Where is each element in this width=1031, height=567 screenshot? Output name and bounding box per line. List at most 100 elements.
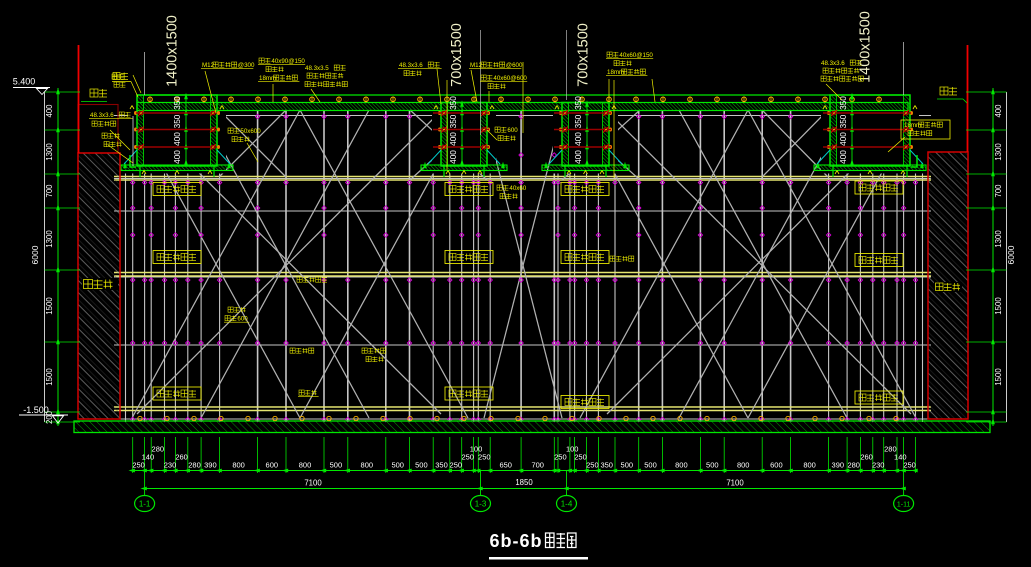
- svg-text:@600: @600: [506, 62, 523, 69]
- svg-text:6000: 6000: [30, 245, 40, 264]
- svg-text:48.3x3.6: 48.3x3.6: [399, 62, 423, 69]
- svg-text:350: 350: [173, 114, 182, 128]
- svg-text:600: 600: [770, 461, 783, 470]
- svg-text:40x90@150: 40x90@150: [271, 58, 305, 65]
- svg-text:260: 260: [860, 453, 873, 462]
- svg-text:1-3: 1-3: [475, 500, 487, 509]
- svg-text:700x1500: 700x1500: [576, 23, 592, 87]
- svg-text:280: 280: [188, 461, 201, 470]
- svg-text:500: 500: [330, 461, 343, 470]
- svg-text:350: 350: [449, 96, 458, 110]
- svg-text:400: 400: [839, 150, 848, 164]
- svg-text:40x60@600: 40x60@600: [493, 75, 527, 82]
- svg-text:650: 650: [499, 461, 512, 470]
- svg-text:390: 390: [204, 461, 217, 470]
- svg-text:250: 250: [450, 461, 463, 470]
- svg-text:250: 250: [132, 461, 145, 470]
- svg-text:1-4: 1-4: [561, 500, 573, 509]
- svg-text:350: 350: [839, 114, 848, 128]
- svg-text:700: 700: [531, 461, 544, 470]
- svg-text:280: 280: [884, 445, 897, 454]
- svg-text:5.400: 5.400: [13, 77, 36, 87]
- svg-text:48.3x3.6: 48.3x3.6: [821, 60, 845, 67]
- svg-text:700: 700: [45, 184, 54, 198]
- svg-text:350: 350: [173, 96, 182, 110]
- svg-text:1500: 1500: [45, 368, 54, 386]
- svg-text:500: 500: [415, 461, 428, 470]
- svg-text:1300: 1300: [45, 230, 54, 248]
- svg-text:500: 500: [391, 461, 404, 470]
- svg-text:6b-6b: 6b-6b: [489, 531, 542, 551]
- svg-text:280: 280: [847, 461, 860, 470]
- svg-text:400: 400: [45, 104, 54, 118]
- svg-text:1400x1500: 1400x1500: [165, 15, 181, 87]
- svg-text:280: 280: [152, 445, 165, 454]
- svg-text:250: 250: [554, 453, 567, 462]
- svg-text:140: 140: [894, 453, 907, 462]
- svg-text:400: 400: [839, 132, 848, 146]
- svg-text:230: 230: [164, 461, 177, 470]
- svg-text:700: 700: [994, 184, 1003, 198]
- svg-text:400: 400: [574, 150, 583, 164]
- svg-text:400: 400: [449, 150, 458, 164]
- svg-text:1500: 1500: [994, 368, 1003, 386]
- svg-text:1300: 1300: [994, 143, 1003, 161]
- svg-text:18mm: 18mm: [904, 122, 921, 129]
- svg-text:48.3x3.5: 48.3x3.5: [305, 65, 329, 72]
- svg-text:350: 350: [435, 461, 448, 470]
- svg-text:1-1: 1-1: [139, 500, 151, 509]
- svg-text:390: 390: [832, 461, 845, 470]
- svg-text:500: 500: [644, 461, 657, 470]
- svg-text:500: 500: [706, 461, 719, 470]
- svg-text:260: 260: [175, 453, 188, 462]
- svg-text:230: 230: [872, 461, 885, 470]
- svg-text:250: 250: [574, 453, 587, 462]
- svg-text:700x1500: 700x1500: [449, 23, 465, 87]
- svg-text:350: 350: [449, 114, 458, 128]
- svg-text:100: 100: [566, 445, 579, 454]
- svg-text:800: 800: [299, 461, 312, 470]
- svg-text:1400x1500: 1400x1500: [858, 11, 874, 83]
- svg-text:400: 400: [574, 132, 583, 146]
- svg-text:250: 250: [461, 453, 474, 462]
- svg-text:7100: 7100: [726, 479, 744, 488]
- svg-text:50x600: 50x600: [240, 128, 261, 135]
- svg-text:250: 250: [903, 461, 916, 470]
- svg-text:800: 800: [737, 461, 750, 470]
- svg-text:40x60@150: 40x60@150: [619, 52, 653, 59]
- svg-text:350: 350: [574, 114, 583, 128]
- svg-text:1300: 1300: [45, 143, 54, 161]
- svg-text:18mm: 18mm: [259, 75, 276, 82]
- svg-text:800: 800: [361, 461, 374, 470]
- svg-text:200: 200: [45, 410, 54, 424]
- svg-text:400: 400: [173, 150, 182, 164]
- svg-text:1500: 1500: [45, 297, 54, 315]
- svg-text:800: 800: [232, 461, 245, 470]
- svg-text:7100: 7100: [304, 479, 322, 488]
- svg-text:1-11: 1-11: [897, 502, 911, 509]
- svg-text:48.3x3.6: 48.3x3.6: [90, 112, 114, 119]
- svg-text:800: 800: [675, 461, 688, 470]
- svg-text:@300: @300: [238, 62, 255, 69]
- svg-text:M12: M12: [470, 62, 483, 69]
- svg-text:100: 100: [470, 445, 483, 454]
- svg-text:600: 600: [266, 461, 279, 470]
- svg-text:1500: 1500: [994, 297, 1003, 315]
- svg-text:-1.500: -1.500: [23, 405, 49, 415]
- svg-text:400: 400: [173, 132, 182, 146]
- svg-text:250: 250: [586, 461, 599, 470]
- svg-text:400: 400: [994, 104, 1003, 118]
- svg-text:600: 600: [237, 316, 248, 323]
- svg-text:6000: 6000: [1006, 245, 1016, 264]
- svg-text:350: 350: [839, 96, 848, 110]
- svg-text:400: 400: [449, 132, 458, 146]
- svg-text:500: 500: [621, 461, 634, 470]
- svg-text:M12: M12: [202, 62, 215, 69]
- svg-text:350: 350: [574, 96, 583, 110]
- svg-text:350: 350: [600, 461, 613, 470]
- svg-text:18mm: 18mm: [607, 69, 624, 76]
- svg-text:1850: 1850: [515, 478, 533, 487]
- svg-text:40x60: 40x60: [509, 185, 526, 192]
- svg-text:1300: 1300: [994, 230, 1003, 248]
- svg-text:600: 600: [507, 127, 518, 134]
